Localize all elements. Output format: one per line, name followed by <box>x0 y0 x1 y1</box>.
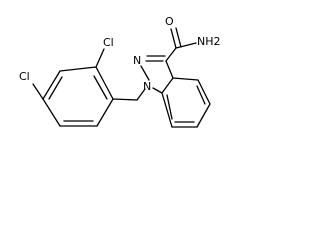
bond-benzo-e <box>161 92 173 128</box>
bond-benzo-double-3 <box>166 94 173 120</box>
bond-ring1-e <box>42 70 61 100</box>
bond-c7a-n1 <box>152 87 163 94</box>
bond-benzo-a <box>172 77 199 81</box>
molecule-structure-diagram: Cl Cl N N O NH2 <box>19 15 221 128</box>
bond-benzo-c <box>196 103 211 128</box>
dichlorophenyl-ring <box>42 66 114 127</box>
bond-ch2-n1 <box>136 88 146 101</box>
bond-ring1-b <box>96 98 114 127</box>
bond-ring1-f <box>59 66 97 72</box>
bond-c3-c3a <box>165 60 174 79</box>
bond-n1-n2 <box>140 65 150 81</box>
bond-benzo-double-1 <box>196 85 206 105</box>
atom-label-nh2: NH2 <box>197 35 221 48</box>
bond-carbonyl-o <box>170 28 177 49</box>
atom-label-cl-ortho: Cl <box>103 36 114 49</box>
bond-carbonyl-o-double <box>175 27 182 48</box>
bond-ring1-d <box>42 98 61 127</box>
bond-cl-ortho <box>95 48 105 68</box>
bond-benzo-b <box>197 79 211 105</box>
bond-ring1-a <box>95 66 114 100</box>
bond-ring1-double-1 <box>93 75 108 100</box>
bond-benzyl-ch2 <box>112 98 138 101</box>
bond-ring1-double-3 <box>48 76 63 100</box>
atom-label-n2: N <box>133 54 141 67</box>
bond-cl-para <box>32 83 44 100</box>
bond-carbonyl-nh2 <box>175 42 197 49</box>
atom-label-o: O <box>165 15 174 28</box>
atom-label-cl-para: Cl <box>19 70 30 83</box>
bond-c3-carbonyl <box>165 47 177 62</box>
indazole-ring <box>140 55 211 128</box>
bond-c3a-c7a <box>161 77 174 94</box>
atom-label-n1: N <box>143 80 151 93</box>
